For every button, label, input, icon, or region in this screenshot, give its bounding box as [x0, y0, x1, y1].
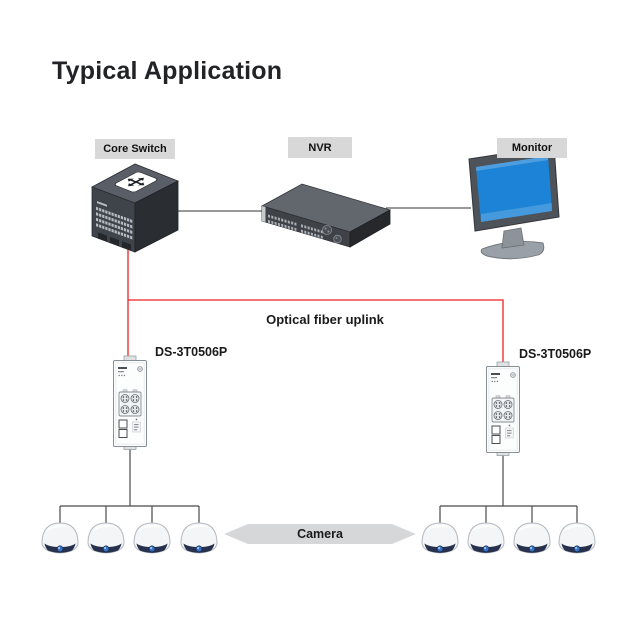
page-title: Typical Application: [52, 57, 283, 85]
camera-arrow-label: Camera: [297, 527, 343, 541]
dome-camera: [180, 522, 218, 554]
core-switch-device: [91, 163, 179, 253]
poe-switch-right: [486, 361, 520, 456]
dome-camera: [421, 522, 459, 554]
dome-camera: [87, 522, 125, 554]
camera-arrow-shape: [224, 524, 416, 544]
monitor-device: [468, 145, 560, 260]
nvr-device: [260, 183, 392, 248]
poe-switch-left: [113, 355, 147, 450]
optical-fiber-uplink-label: Optical fiber uplink: [266, 312, 384, 327]
switch-right-model-label: DS-3T0506P: [519, 347, 592, 361]
switch-left-model-label: DS-3T0506P: [155, 345, 228, 359]
camera-cable-right: [439, 453, 578, 526]
monitor-screen: [476, 156, 552, 222]
optical-fiber-uplink-line: [127, 245, 504, 363]
dome-camera: [513, 522, 551, 554]
monitor-label: Monitor: [497, 138, 567, 158]
dome-camera: [41, 522, 79, 554]
dome-camera: [467, 522, 505, 554]
camera-cable-left: [59, 447, 200, 526]
core-switch-label: Core Switch: [95, 139, 175, 159]
dome-camera: [133, 522, 171, 554]
cable-core-to-nvr-to-monitor: [178, 207, 471, 212]
dome-camera: [558, 522, 596, 554]
nvr-label: NVR: [288, 137, 352, 158]
